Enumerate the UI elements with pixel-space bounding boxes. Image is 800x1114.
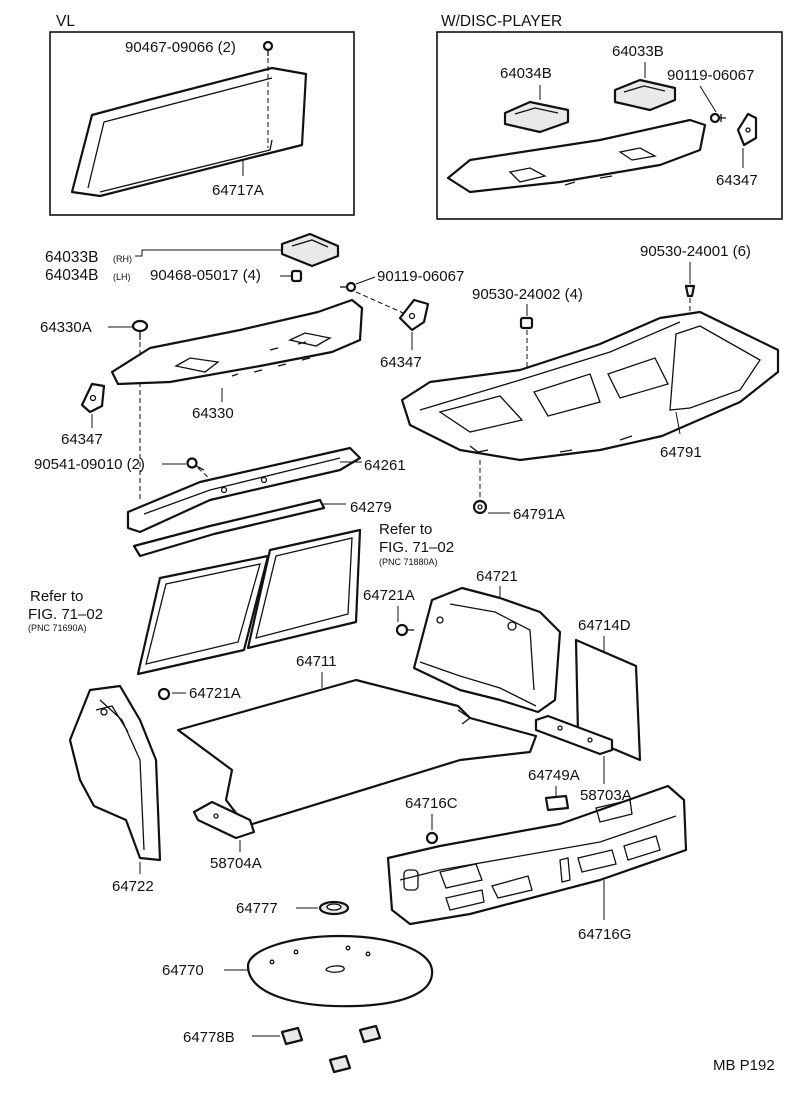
bracket-58703a bbox=[534, 714, 614, 756]
nut-90468 bbox=[290, 269, 303, 283]
label-64791a: 64791A bbox=[513, 506, 565, 523]
clip-64716c bbox=[425, 831, 439, 845]
label-64716c: 64716C bbox=[405, 795, 458, 812]
pad-64778b-3 bbox=[328, 1054, 352, 1074]
clip-screw-vl bbox=[262, 40, 274, 56]
rear-trim-64716g bbox=[386, 784, 688, 926]
leader-90119-inset bbox=[699, 85, 717, 113]
leader-90119 bbox=[355, 276, 376, 285]
label-64721a-left: 64721A bbox=[189, 685, 241, 702]
label-64330: 64330 bbox=[192, 405, 234, 422]
seatback-panel-right bbox=[246, 528, 362, 650]
label-64711: 64711 bbox=[296, 653, 337, 670]
leader-64791 bbox=[675, 411, 681, 435]
side-trim-64722 bbox=[68, 684, 162, 862]
label-58703a: 58703A bbox=[580, 787, 632, 804]
label-64347-right: 64347 bbox=[380, 354, 422, 371]
clip-64330a bbox=[131, 319, 149, 340]
label-refer-left-pnc: (PNC 71690A) bbox=[28, 623, 87, 633]
bracket-58704a bbox=[192, 800, 256, 840]
label-90530-24002: 90530-24002 (4) bbox=[472, 286, 583, 303]
label-64716g: 64716G bbox=[578, 926, 631, 943]
speaker-cover-main bbox=[280, 232, 340, 268]
trim-panel-vl bbox=[70, 66, 308, 198]
label-64347-left: 64347 bbox=[61, 431, 103, 448]
label-64279: 64279 bbox=[350, 499, 392, 516]
label-64721: 64721 bbox=[476, 568, 518, 585]
side-trim-64721 bbox=[412, 586, 562, 714]
label-64033b-inset: 64033B bbox=[612, 43, 664, 60]
pad-64778b-2 bbox=[358, 1024, 382, 1044]
inset-disc-title: W/DISC-PLAYER bbox=[441, 13, 562, 30]
clip-64721a-left bbox=[157, 687, 171, 701]
clip-64749a bbox=[544, 794, 570, 812]
trunk-mat-64711 bbox=[176, 678, 538, 828]
clip-64791a bbox=[472, 499, 488, 515]
trunk-lid-panel-64791 bbox=[400, 310, 780, 462]
label-64261: 64261 bbox=[364, 457, 406, 474]
label-64770: 64770 bbox=[162, 962, 204, 979]
label-64034b: 64034B bbox=[45, 267, 98, 284]
label-90530-24001: 90530-24001 (6) bbox=[640, 243, 751, 260]
package-tray-inset bbox=[446, 118, 707, 194]
inset-vl-title: VL bbox=[56, 13, 75, 30]
label-refer-left-2: FIG. 71–02 bbox=[28, 606, 103, 623]
label-64033b: 64033B bbox=[45, 249, 98, 266]
label-64778b: 64778B bbox=[183, 1029, 235, 1046]
seatback-panel-left bbox=[136, 554, 270, 676]
label-64749a: 64749A bbox=[528, 767, 580, 784]
label-64347-inset: 64347 bbox=[716, 172, 758, 189]
label-64777: 64777 bbox=[236, 900, 278, 917]
leader-dash-90119 bbox=[355, 291, 411, 317]
clip-90530-24001 bbox=[684, 284, 696, 298]
label-64791: 64791 bbox=[660, 444, 702, 461]
label-refer-left-1: Refer to bbox=[30, 588, 83, 605]
label-64034b-lh: (LH) bbox=[113, 272, 131, 282]
label-90467-09066: 90467-09066 (2) bbox=[125, 39, 236, 56]
sill-plate-64261 bbox=[126, 446, 362, 534]
inset-disc-frame bbox=[436, 31, 783, 220]
label-refer-right-pnc: (PNC 71880A) bbox=[379, 557, 438, 567]
leader-64033b bbox=[135, 249, 282, 257]
label-90119-inset: 90119-06067 bbox=[667, 67, 754, 84]
label-64330a: 64330A bbox=[40, 319, 92, 336]
side-mat-64714d bbox=[574, 638, 642, 762]
screw-90119-inset bbox=[709, 112, 726, 124]
label-90468-05017: 90468-05017 (4) bbox=[150, 267, 261, 284]
label-64033b-rh: (RH) bbox=[113, 254, 132, 264]
clip-64721a-top bbox=[395, 623, 414, 637]
inset-disc-player: W/DISC-PLAYER 64033B 64034B 90119-06067 bbox=[436, 13, 783, 220]
label-64722: 64722 bbox=[112, 878, 154, 895]
label-64714d: 64714D bbox=[578, 617, 631, 634]
screw-90541 bbox=[186, 457, 205, 471]
weatherstrip-64279 bbox=[132, 498, 326, 558]
clip-90530-24002 bbox=[519, 316, 534, 330]
label-64034b-inset: 64034B bbox=[500, 65, 552, 82]
label-64717a: 64717A bbox=[212, 182, 264, 199]
label-90541-09010: 90541-09010 (2) bbox=[34, 456, 145, 473]
bracket-64347-right bbox=[398, 298, 430, 332]
speaker-cover-64034b-inset bbox=[503, 100, 570, 134]
pad-64778b-1 bbox=[280, 1026, 304, 1046]
screw-90119 bbox=[340, 281, 357, 293]
inset-vl: VL 90467-09066 (2) 64717A bbox=[49, 13, 355, 216]
spare-cover-64770 bbox=[246, 934, 434, 1008]
label-90119-06067: 90119-06067 bbox=[377, 268, 464, 285]
bracket-64347-inset bbox=[736, 112, 758, 147]
bracket-64347-left bbox=[80, 382, 106, 414]
label-58704a: 58704A bbox=[210, 855, 262, 872]
package-tray-64330 bbox=[110, 298, 364, 386]
label-refer-right-1: Refer to bbox=[379, 521, 432, 538]
page-code: MB P192 bbox=[713, 1057, 775, 1074]
hole-plug-64777 bbox=[318, 900, 350, 916]
label-refer-right-2: FIG. 71–02 bbox=[379, 539, 454, 556]
speaker-cover-64033b-inset bbox=[613, 78, 677, 112]
label-64721a-top: 64721A bbox=[363, 587, 415, 604]
inset-vl-frame bbox=[49, 31, 355, 216]
